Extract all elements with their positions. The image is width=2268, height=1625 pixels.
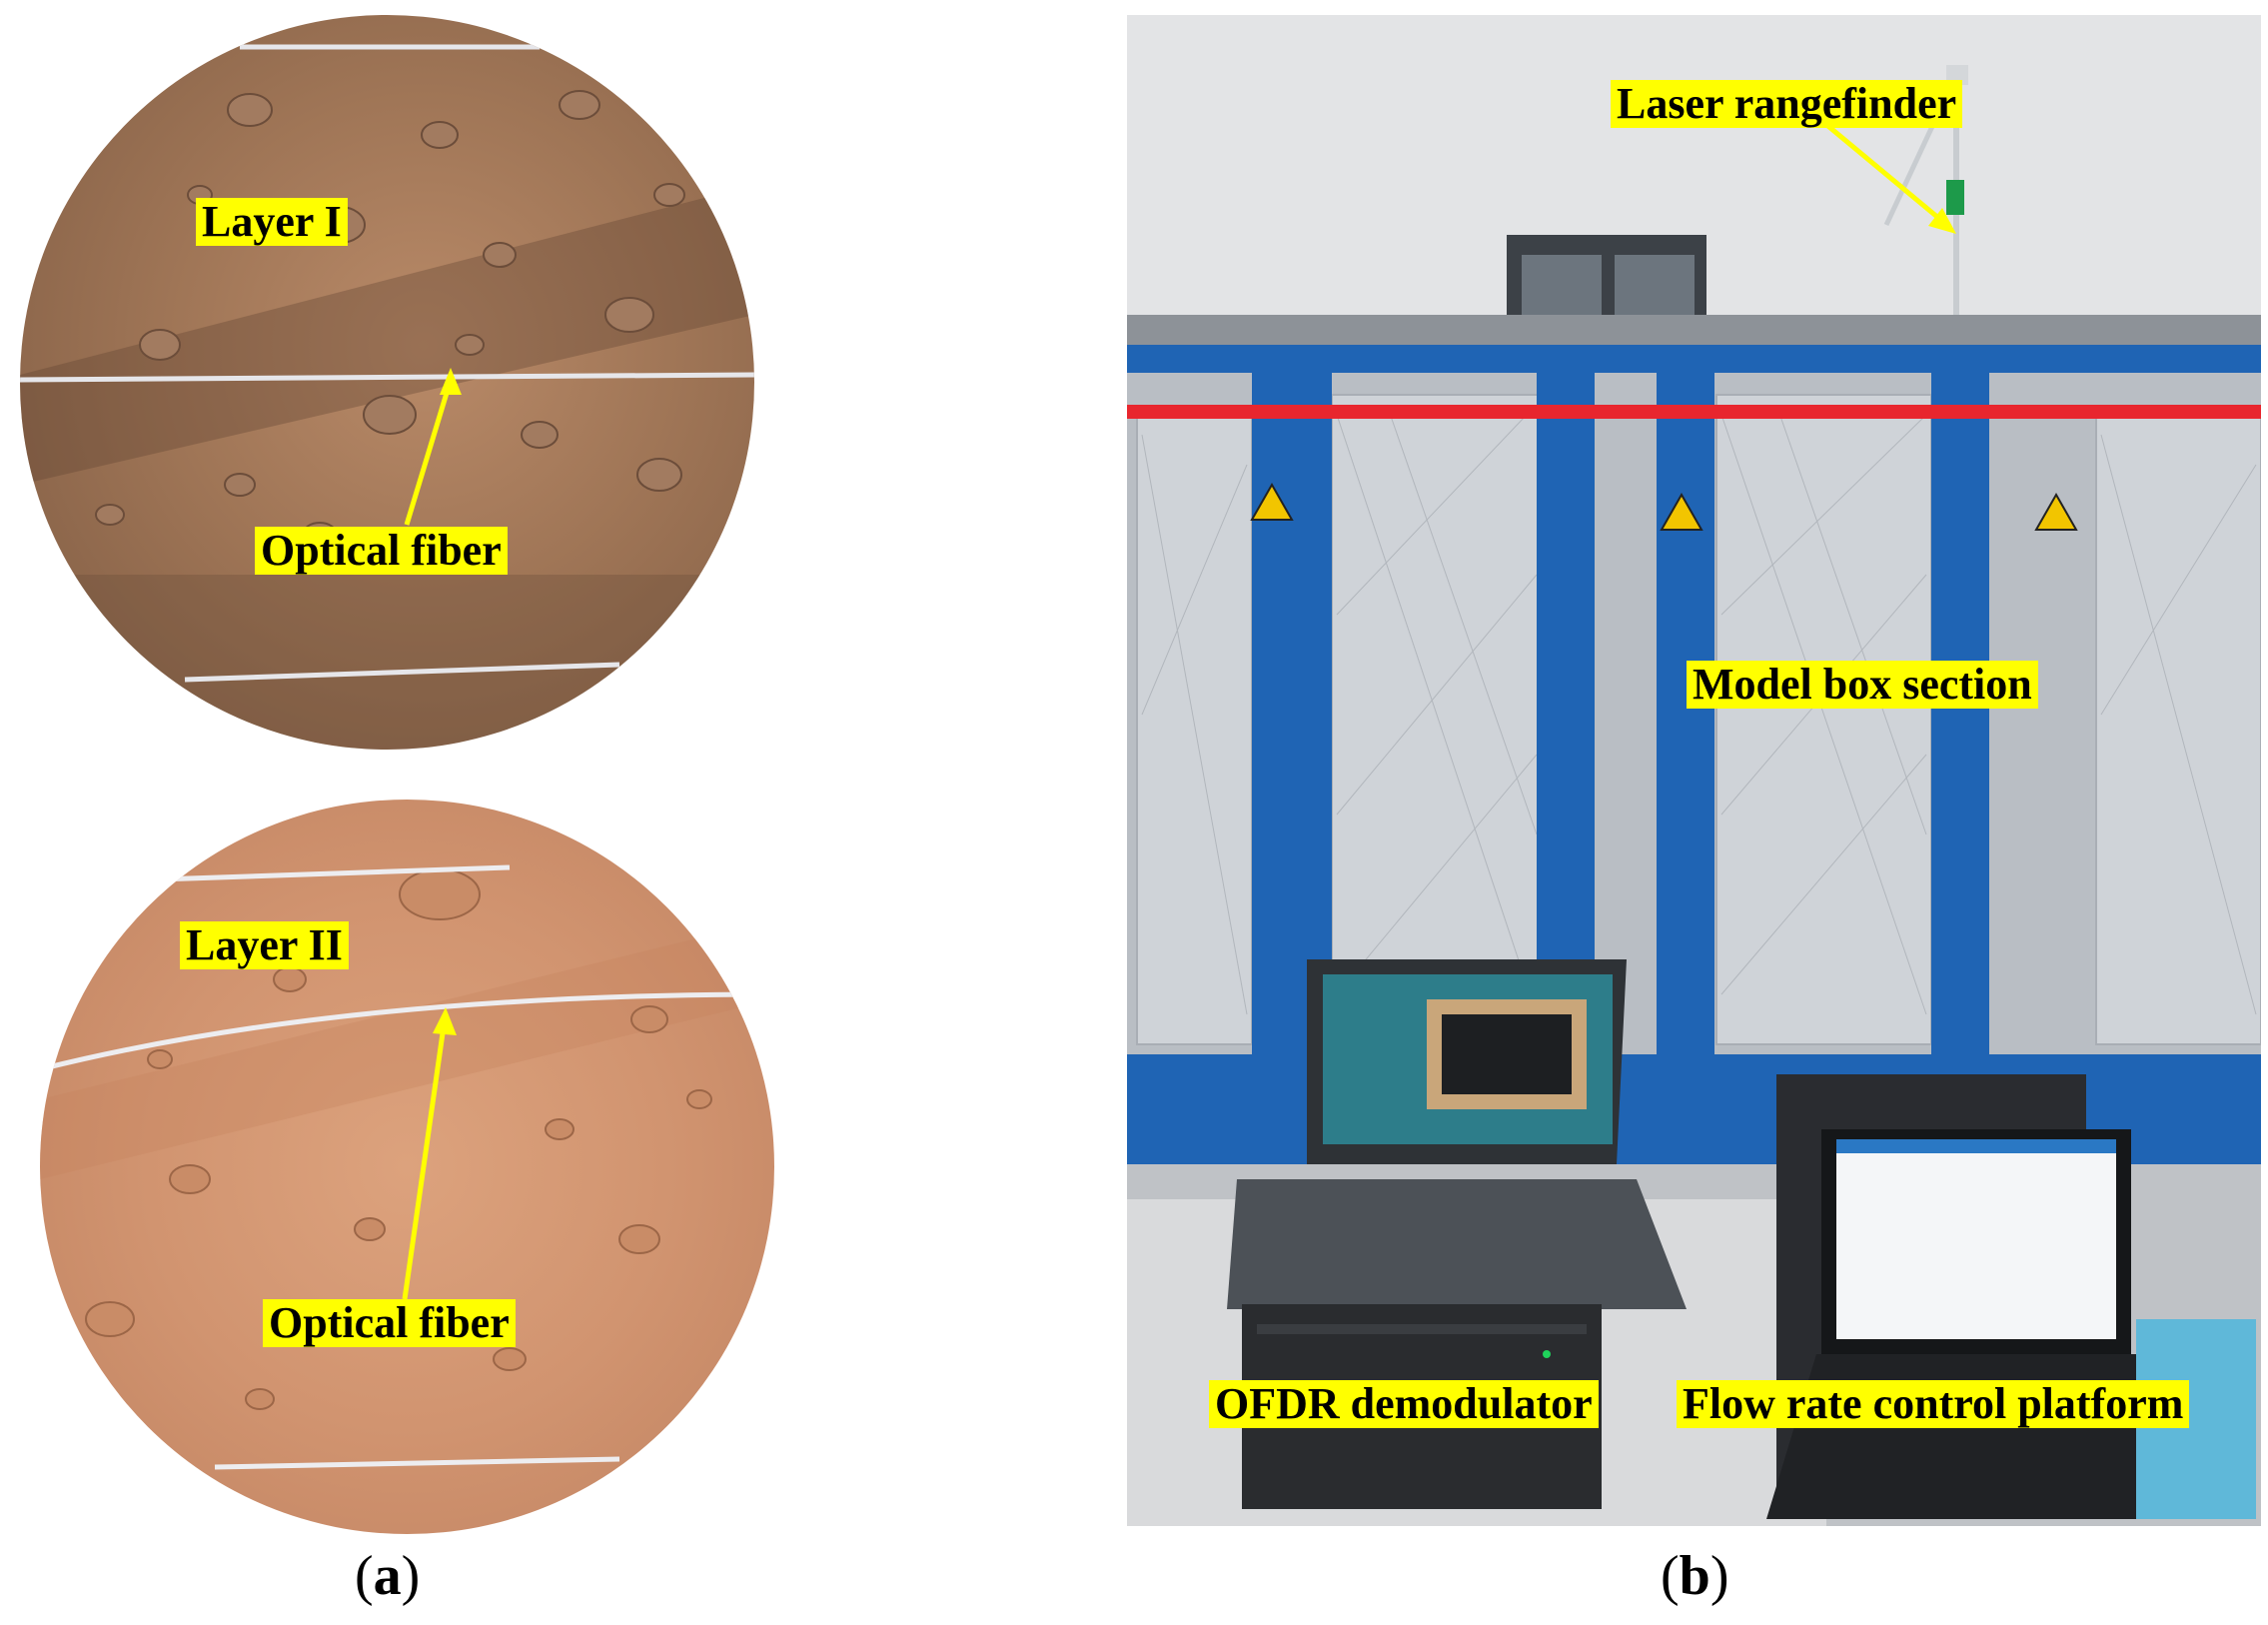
label-optical-fiber-1: Optical fiber <box>255 527 508 575</box>
caption-b-letter: b <box>1679 1545 1710 1607</box>
caption-b-open: ( <box>1661 1545 1680 1607</box>
soil-texture-2 <box>40 864 774 1470</box>
caption-a-open: ( <box>355 1545 374 1607</box>
caption-b: (b) <box>1661 1544 1728 1608</box>
soil-photo-layer-1 <box>20 15 754 750</box>
label-model-box-section: Model box section <box>1687 661 2038 709</box>
caption-a-letter: a <box>373 1545 402 1607</box>
laser-rangefinder-device <box>1946 180 1964 215</box>
label-layer-2: Layer II <box>180 921 349 969</box>
label-ofdr-demodulator: OFDR demodulator <box>1209 1380 1599 1428</box>
lab-scene <box>1127 15 2261 1526</box>
caption-b-close: ) <box>1709 1545 1729 1607</box>
label-laser-rangefinder: Laser rangefinder <box>1611 80 1963 128</box>
red-rail <box>1127 405 2261 419</box>
caption-a-close: ) <box>401 1545 421 1607</box>
label-optical-fiber-2: Optical fiber <box>263 1299 516 1347</box>
soil-photo-layer-2 <box>40 800 774 1534</box>
lab-setup-photo <box>1127 15 2261 1526</box>
caption-a: (a) <box>355 1544 420 1608</box>
label-layer-1: Layer I <box>196 198 348 246</box>
label-flow-rate-control-platform: Flow rate control platform <box>1677 1380 2190 1428</box>
soil-texture-1 <box>20 44 754 750</box>
